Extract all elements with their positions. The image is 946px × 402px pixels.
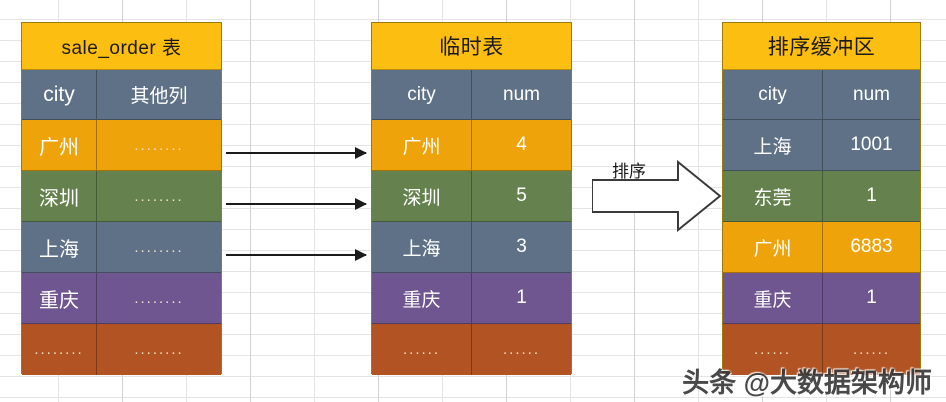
sort-block-arrow [591,159,722,233]
table-row: 深圳 5 [372,171,571,222]
cell-num: ...... [472,324,571,375]
arrow-shanghai [226,249,367,261]
watermark: 头条 @大数据架构师 [682,368,932,398]
cell-num: 6883 [823,222,920,273]
cell-num: 1 [823,171,920,222]
cell-num: ...... [823,324,920,375]
column-header-city: city [372,70,472,120]
cell-city: 重庆 [723,273,823,324]
arrow-guangzhou [226,147,367,159]
table-sale-order: sale_order 表 city 其他列 广州 ........ 深圳 ...… [21,22,222,375]
cell-city: 上海 [22,222,97,273]
column-header-other: 其他列 [97,70,221,120]
cell-value: ........ [97,120,221,171]
cell-city: 重庆 [22,273,97,324]
sort-arrow-label: 排序 [612,162,646,181]
table-row: 上海 3 [372,222,571,273]
cell-value: ........ [97,324,221,375]
column-header-city: city [22,70,97,120]
cell-value: ........ [97,171,221,222]
table-row: 东莞 1 [723,171,920,222]
arrow-shenzhen [226,198,367,210]
column-header-num: num [472,70,571,120]
cell-city: 上海 [723,120,823,171]
table-sale-order-header-row: city 其他列 [22,70,221,120]
table-temp: 临时表 city num 广州 4 深圳 5 上海 3 重庆 1 ...... … [371,22,572,375]
cell-num: 5 [472,171,571,222]
table-row: 重庆 ........ [22,273,221,324]
cell-city: 重庆 [372,273,472,324]
table-row: 上海 ........ [22,222,221,273]
table-row: 重庆 1 [723,273,920,324]
table-row: 重庆 1 [372,273,571,324]
table-sale-order-title: sale_order 表 [22,23,221,70]
table-row: 广州 4 [372,120,571,171]
cell-num: 1001 [823,120,920,171]
cell-city: 广州 [372,120,472,171]
cell-city: 东莞 [723,171,823,222]
table-row: 深圳 ........ [22,171,221,222]
column-header-num: num [823,70,920,120]
table-row: 广州 6883 [723,222,920,273]
table-sort-buffer-title: 排序缓冲区 [723,23,920,70]
cell-city: ...... [372,324,472,375]
table-sort-buffer-header-row: city num [723,70,920,120]
cell-num: 3 [472,222,571,273]
cell-value: ........ [97,222,221,273]
cell-city: 深圳 [22,171,97,222]
cell-city: ...... [723,324,823,375]
cell-city: 广州 [22,120,97,171]
cell-city: 深圳 [372,171,472,222]
cell-city: ........ [22,324,97,375]
table-sort-buffer: 排序缓冲区 city num 上海 1001 东莞 1 广州 6883 重庆 1… [722,22,921,375]
column-header-city: city [723,70,823,120]
table-row: ...... ...... [372,324,571,375]
cell-value: ........ [97,273,221,324]
cell-num: 1 [472,273,571,324]
table-temp-title: 临时表 [372,23,571,70]
table-temp-header-row: city num [372,70,571,120]
table-row: ........ ........ [22,324,221,375]
table-row: 上海 1001 [723,120,920,171]
cell-city: 广州 [723,222,823,273]
cell-num: 4 [472,120,571,171]
cell-num: 1 [823,273,920,324]
table-row: ...... ...... [723,324,920,375]
table-row: 广州 ........ [22,120,221,171]
cell-city: 上海 [372,222,472,273]
